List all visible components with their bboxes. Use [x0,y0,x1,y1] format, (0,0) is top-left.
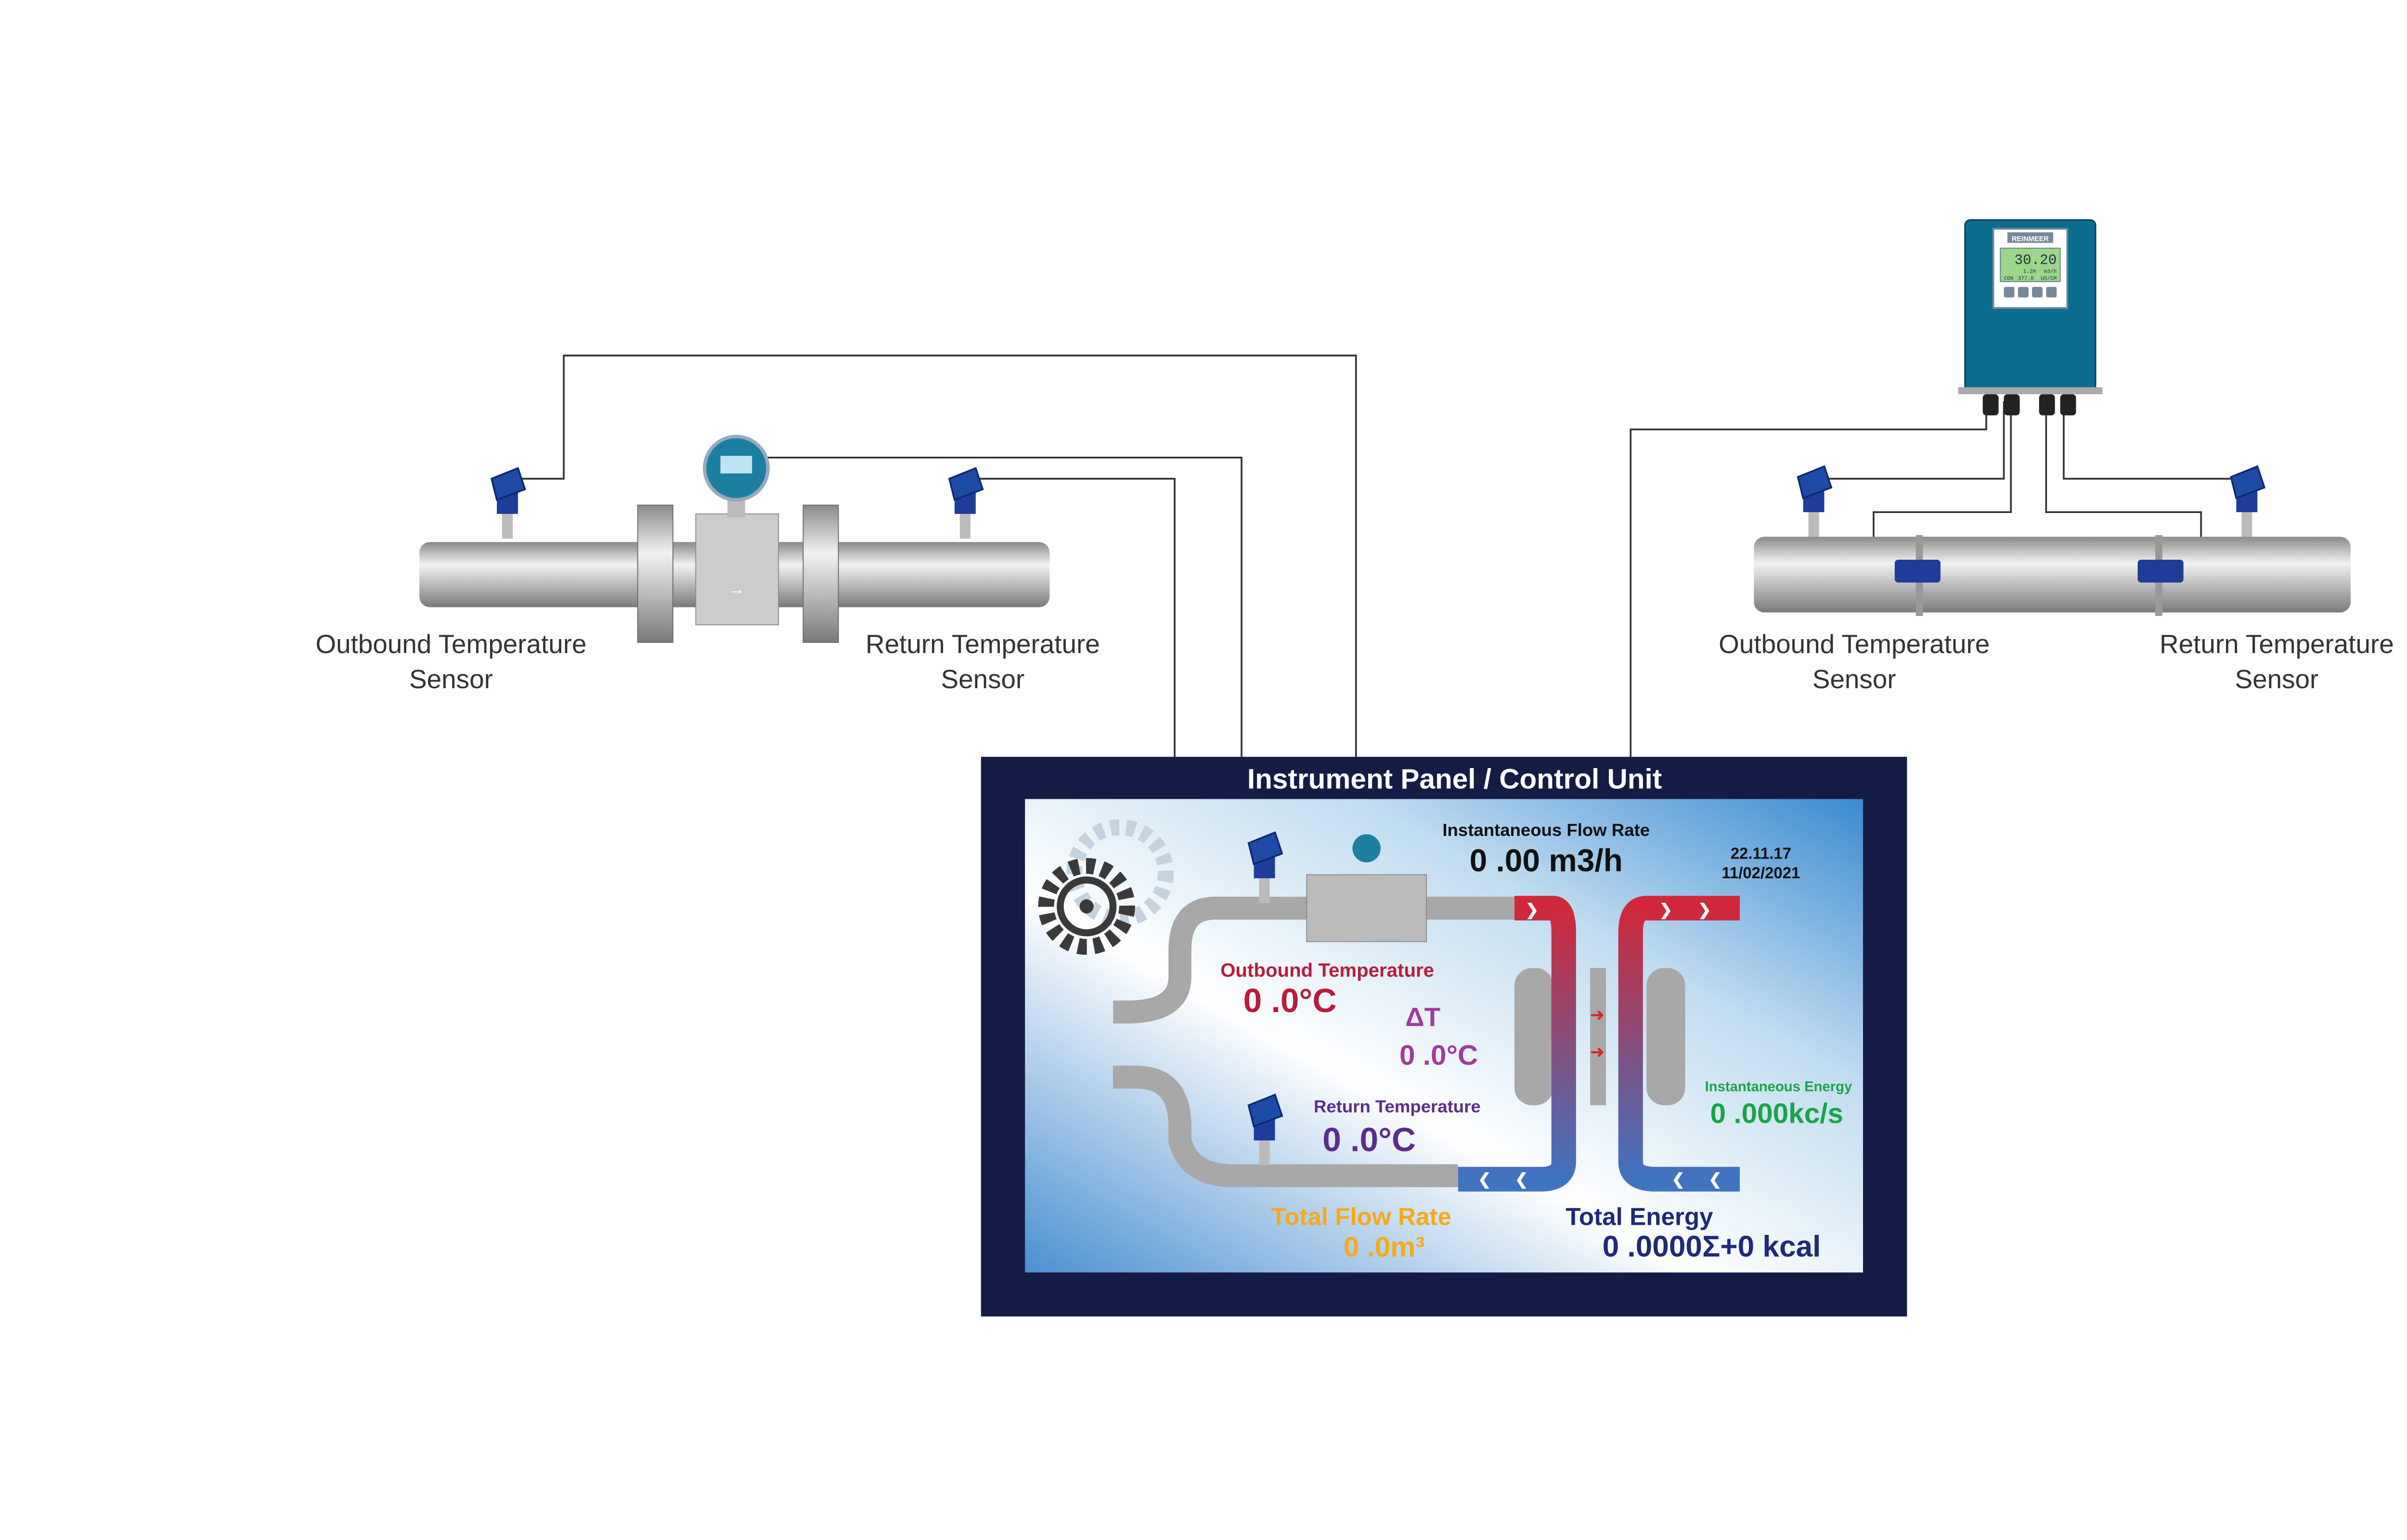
cable-gland-icon [2060,394,2076,416]
ultrasonic-transducer-icon [2137,559,2184,583]
inst-flow-label: Instantaneous Flow Rate [1442,820,1650,840]
gear-ring [1057,876,1117,937]
chevron-left-icon: ❮ [1515,1170,1528,1189]
total-energy-label: Total Energy [1566,1203,1713,1230]
chevron-right-icon: ❯ [1698,901,1711,920]
controller-display-main: 30.20 [2015,253,2057,269]
controller-display [2000,247,2061,282]
panel-flowmeter-head-icon [1352,834,1381,862]
panel-title: Instrument Panel / Control Unit [1247,763,1662,795]
signal-wires [521,354,2233,757]
inst-energy-value: 0 .000kc/s [1710,1098,1844,1129]
return-temp-label: Return Temperature [1314,1096,1481,1116]
flowmeter-flange [802,504,839,643]
right-outbound-label: Outbound Temperature [1719,629,1990,659]
controller-display-line3-value: 377.0 [2018,276,2034,282]
heat-transfer-arrow-icon: ➜ [1590,1042,1605,1062]
delta-t-label: ΔT [1405,1002,1440,1032]
controller-display-line2: 1.2H [2023,269,2036,275]
delta-t-value: 0 .0°C [1399,1040,1478,1071]
outbound-temp-label: Outbound Temperature [1220,960,1434,981]
right-outbound-label-2: Sensor [1812,664,1896,694]
return-temperature-sensor-icon [948,467,984,539]
left-pipe-system: → Outbound Temperature Sensor Return Tem… [315,435,1100,694]
ultrasonic-transducer-icon [1894,559,1941,583]
controller-unit: REINMEER 30.20 1.2H m3/h CON 377.0 US/CM [1958,219,2103,416]
left-return-label: Return Temperature [866,629,1100,659]
inst-flow-value: 0 .00 m3/h [1470,842,1623,878]
chevron-right-icon: ❯ [1526,901,1539,920]
controller-buttons [2004,287,2057,298]
gear-icon [1038,858,1135,955]
total-flow-value: 0 .0m³ [1344,1232,1425,1263]
total-energy-value: 0 .0000Σ+0 kcal [1603,1230,1821,1263]
instrument-panel: Instrument Panel / Control Unit ❯ ❯ ❯ ❮ … [981,757,1907,1317]
time-readout: 22.11.17 [1731,845,1791,862]
return-flow-pipe [1618,896,1740,1192]
controller-display-line3-label: CON [2004,276,2014,282]
controller-button[interactable] [2004,287,2015,298]
date-readout: 11/02/2021 [1721,864,1800,882]
heat-transfer-arrow-icon: ➜ [1590,1005,1605,1025]
gear-hub [1079,899,1094,914]
heat-exchanger-plate [1646,968,1685,1105]
controller-button[interactable] [2032,287,2043,298]
hot-flow-pipe [1458,896,1576,1192]
controller-brand-plate [2007,232,2053,243]
chevron-left-icon: ❮ [1671,1170,1685,1189]
total-flow-label: Total Flow Rate [1271,1203,1451,1230]
controller-button[interactable] [2046,287,2057,298]
right-pipe [1754,537,2351,613]
chevron-left-icon: ❮ [1708,1170,1722,1189]
left-outbound-label-2: Sensor [409,664,493,694]
heat-exchanger-core [1590,968,1606,1105]
controller-display-line3-unit: US/CM [2041,276,2057,282]
inst-energy-label: Instantaneous Energy [1705,1079,1852,1094]
right-return-label: Return Temperature [2160,629,2394,659]
outbound-temp-value: 0 .0°C [1243,982,1337,1019]
flowmeter-body [695,513,779,626]
outbound-temperature-sensor-icon [1797,465,1832,538]
controller-button[interactable] [2018,287,2029,298]
flowmeter-display [720,456,752,474]
controller-base-rail [1958,387,2103,395]
flow-arrow-icon: → [727,579,745,599]
panel-flowmeter-icon [1306,874,1427,942]
cable-gland-icon [1982,394,1999,416]
chevron-right-icon: ❯ [1659,901,1673,920]
cable-gland-icon [2004,394,2020,416]
controller-display-line2-unit: m3/h [2044,269,2057,275]
right-pipe-system: Outbound Temperature Sensor Return Tempe… [1719,219,2394,694]
chevron-left-icon: ❮ [1478,1170,1491,1189]
panel-supply-pipe [1113,897,1514,1024]
return-temperature-sensor-icon [2230,465,2265,538]
left-outbound-label: Outbound Temperature [315,629,586,659]
panel-return-pipe [1113,1065,1458,1187]
return-temp-value: 0 .0°C [1322,1121,1416,1158]
left-return-label-2: Sensor [941,664,1025,694]
flow-direction-arrows: ❯ ❯ ❯ ❮ ❮ ❮ ❮ [1478,901,1722,1189]
cable-glands-icon [1982,394,2076,416]
cable-gland-icon [2039,394,2055,416]
heat-exchanger-plate [1514,968,1553,1105]
flowmeter-flange [637,504,673,643]
right-return-label-2: Sensor [2235,664,2319,694]
outbound-temperature-sensor-icon [491,467,526,539]
controller-brand: REINMEER [2012,235,2049,243]
panel-pipes [1113,897,1514,1187]
